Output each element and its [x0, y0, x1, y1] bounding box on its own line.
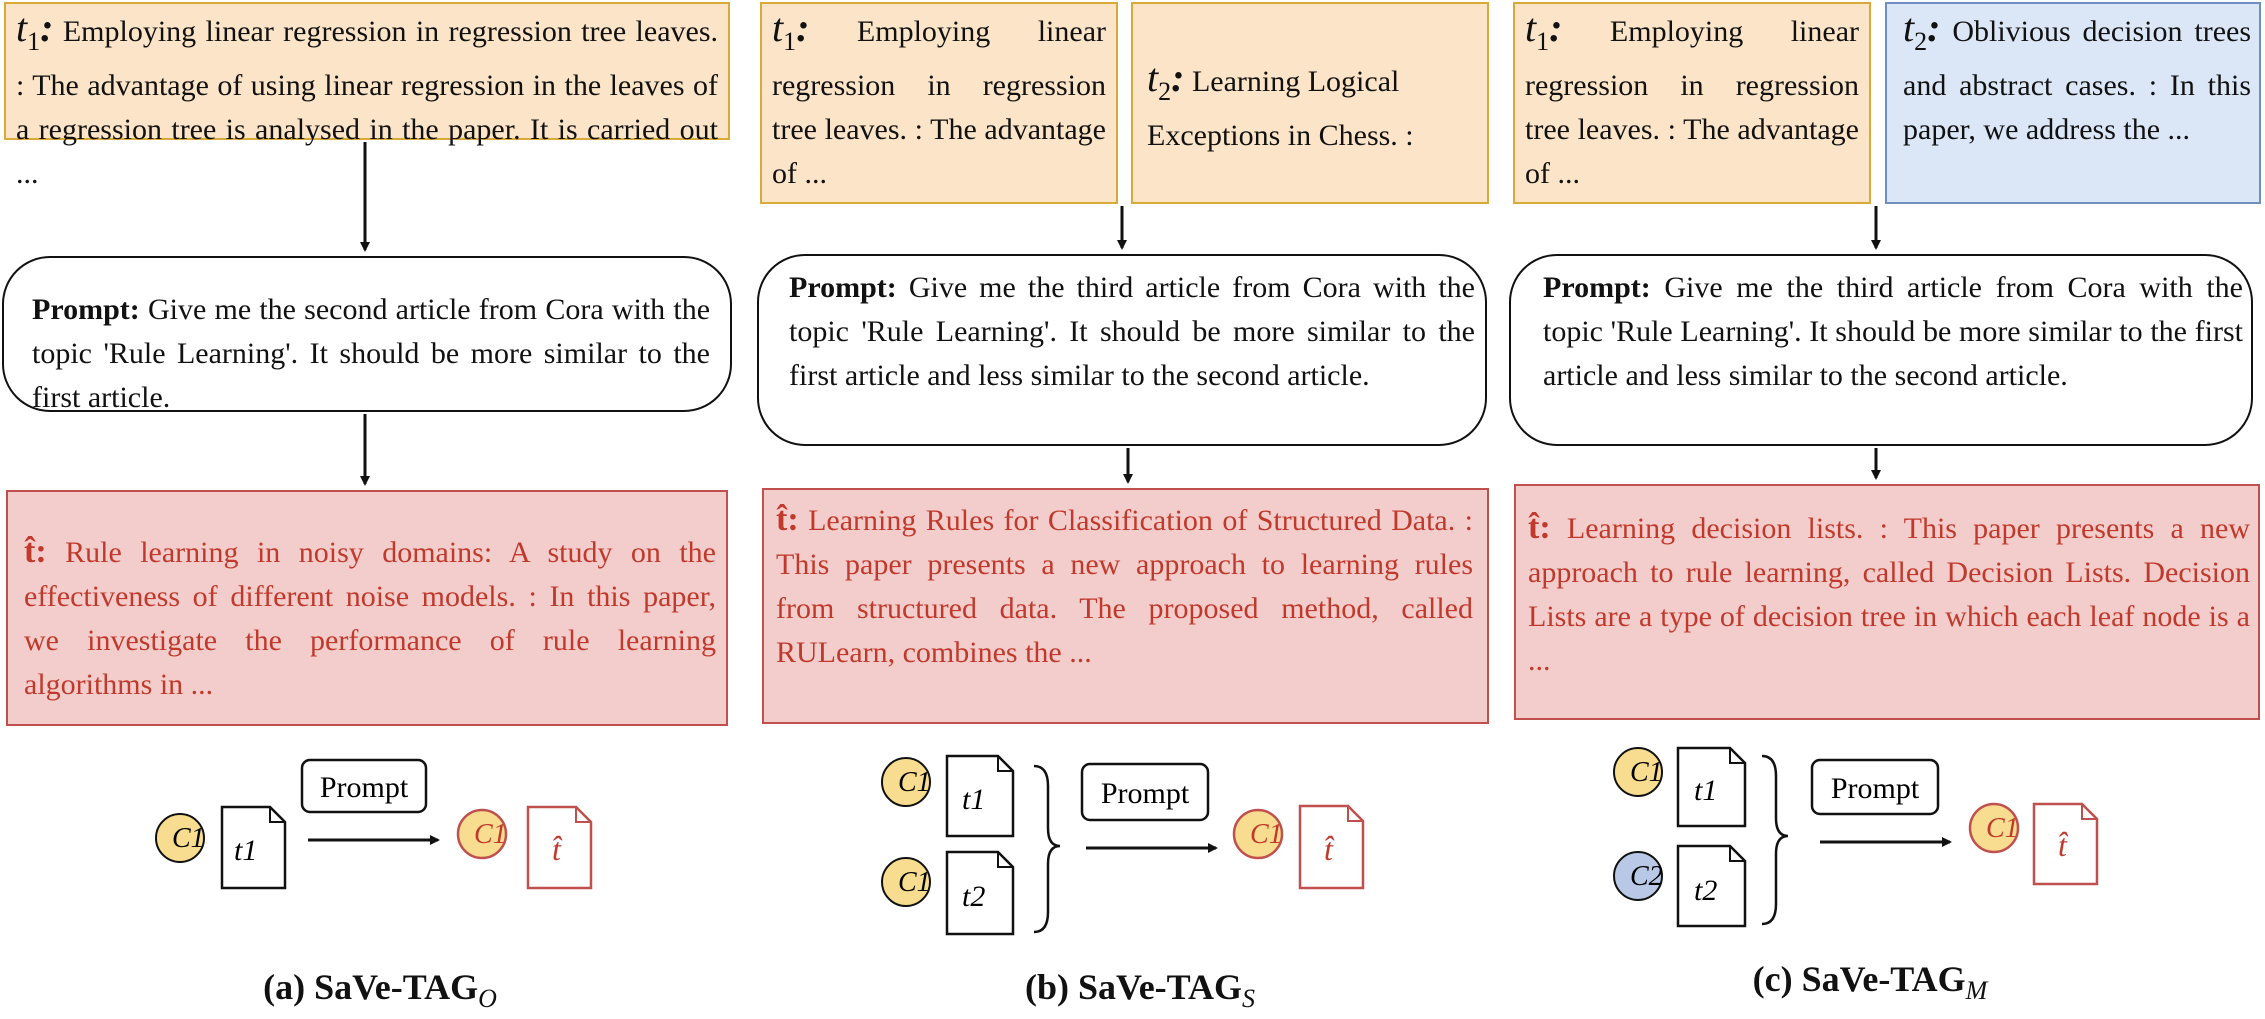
class-label: C1: [898, 767, 931, 798]
prompt-tag-label: Prompt: [1101, 777, 1190, 810]
input-label-t2: t2:: [1903, 5, 1941, 57]
caption-b: (b) SaVe-TAGS: [1024, 967, 1256, 1014]
class-label: C1: [1630, 757, 1663, 788]
generated-document-icon: t̂: [2032, 802, 2099, 886]
prompt-box-b: Prompt: Give me the third article from C…: [757, 254, 1487, 446]
input-label-t1: t1:: [1525, 5, 1563, 57]
output-label: t̂:: [24, 533, 47, 570]
class-label: C1: [1986, 813, 2019, 844]
doc-label: t̂: [552, 831, 562, 867]
document-icon: t1: [1676, 746, 1747, 828]
caption-c: (c) SaVe-TAGM: [1752, 959, 1988, 1006]
prompt-label: Prompt:: [789, 271, 897, 304]
prompt-tag-label: Prompt: [1831, 772, 1920, 805]
prompt-tag: Prompt: [300, 758, 428, 814]
output-text-box-c: t̂: Learning decision lists. : This pape…: [1514, 484, 2260, 720]
prompt-tag: Prompt: [1810, 758, 1940, 816]
class-node-c1-output: C1: [456, 808, 508, 860]
doc-label: t1: [1694, 774, 1717, 807]
doc-label: t1: [962, 783, 985, 816]
class-label: C1: [1250, 819, 1283, 850]
mini-diagram-c: C1 t1 C2 t2 Prompt C1: [1613, 746, 2099, 928]
prompt-text: Give me the third article from Cora with…: [789, 271, 1475, 392]
document-icon: t2: [945, 850, 1015, 936]
input-text-box-a-t1: t1: Employing linear regression in regre…: [4, 2, 730, 190]
output-label: t̂:: [776, 501, 799, 538]
document-icon: t1: [220, 805, 287, 890]
doc-label: t2: [1694, 874, 1717, 907]
output-label: t̂:: [1528, 509, 1551, 546]
output-text-box-b: t̂: Learning Rules for Classification of…: [762, 488, 1489, 724]
class-label: C1: [474, 819, 507, 850]
input-text: Employing linear regression in regressio…: [772, 15, 1107, 190]
prompt-box-a: Prompt: Give me the second article from …: [2, 256, 732, 414]
output-text: Rule learning in noisy domains: A study …: [24, 536, 716, 701]
brace-icon: [1761, 754, 1789, 926]
output-text: Learning decision lists. : This paper pr…: [1528, 512, 2251, 677]
input-text-box-b-t2: t2: Learning Logical Exceptions in Chess…: [1131, 2, 1489, 204]
prompt-box-c: Prompt: Give me the third article from C…: [1509, 254, 2253, 446]
input-label-t2: t2:: [1147, 55, 1185, 107]
doc-label: t̂: [2058, 827, 2068, 863]
class-label: C1: [172, 823, 205, 854]
output-text-box-a: t̂: Rule learning in noisy domains: A st…: [6, 490, 728, 726]
prompt-tag-label: Prompt: [320, 771, 409, 804]
mini-diagram-a: C1 t1 Prompt C1 t̂: [155, 758, 593, 890]
class-node-c2: C2: [1613, 851, 1663, 901]
generated-document-icon: t̂: [526, 805, 593, 890]
generated-document-icon: t̂: [1298, 804, 1365, 890]
class-node-c1-output: C1: [1968, 802, 2020, 854]
prompt-tag: Prompt: [1080, 762, 1210, 822]
prompt-text: Give me the third article from Cora with…: [1543, 271, 2244, 392]
prompt-text: Give me the second article from Cora wit…: [32, 293, 711, 414]
output-text: Learning Rules for Classification of Str…: [776, 504, 1473, 669]
prompt-label: Prompt:: [32, 293, 140, 326]
class-node-c1: C1: [1613, 747, 1663, 797]
class-label: C1: [898, 867, 931, 898]
doc-label: t̂: [1324, 831, 1334, 867]
input-label-t1: t1:: [16, 5, 54, 57]
class-label: C2: [1630, 861, 1663, 892]
input-text-box-b-t1: t1: Employing linear regression in regre…: [760, 2, 1118, 204]
class-node-c1: C1: [155, 813, 205, 863]
input-label-t1: t1:: [772, 5, 810, 57]
class-node-c1: C1: [881, 857, 931, 907]
doc-label: t1: [234, 834, 257, 867]
document-icon: t1: [945, 754, 1015, 838]
caption-a: (a) SaVe-TAGO: [263, 967, 497, 1014]
class-node-c1: C1: [881, 757, 931, 807]
document-icon: t2: [1676, 844, 1747, 928]
input-text: Oblivious decision trees and abstract ca…: [1903, 15, 2252, 146]
input-text: Employing linear regression in regressio…: [1525, 15, 1860, 190]
doc-label: t2: [962, 880, 985, 913]
class-node-c1-output: C1: [1232, 808, 1284, 860]
mini-diagram-b: C1 t1 C1 t2 Prompt C1: [881, 754, 1365, 936]
input-text-box-c-t1: t1: Employing linear regression in regre…: [1513, 2, 1871, 204]
input-text-box-c-t2: t2: Oblivious decision trees and abstrac…: [1885, 2, 2261, 204]
input-text: Employing linear regression in regressio…: [16, 15, 718, 190]
brace-icon: [1033, 764, 1061, 934]
input-text: Learning Logical Exceptions in Chess. :: [1147, 65, 1414, 152]
prompt-label: Prompt:: [1543, 271, 1651, 304]
